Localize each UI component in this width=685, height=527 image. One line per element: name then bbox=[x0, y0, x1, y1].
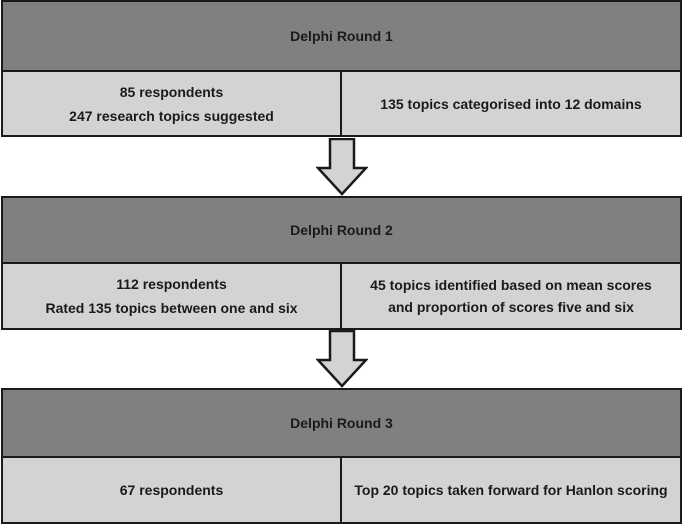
round-2-outcome-line-1: 45 topics identified based on mean score… bbox=[370, 277, 652, 293]
round-2-right-box: 45 topics identified based on mean score… bbox=[342, 262, 682, 330]
round-3-left-box: 67 respondents bbox=[1, 456, 342, 524]
round-2-details: 112 respondents Rated 135 topics between… bbox=[1, 262, 682, 330]
round-1-left-box: 85 respondents 247 research topics sugge… bbox=[1, 70, 342, 137]
round-3-details: 67 respondents Top 20 topics taken forwa… bbox=[1, 456, 682, 524]
round-3-header: Delphi Round 3 bbox=[1, 388, 682, 458]
round-1-header: Delphi Round 1 bbox=[1, 0, 682, 72]
round-3-outcome: Top 20 topics taken forward for Hanlon s… bbox=[354, 482, 668, 498]
round-2-title: Delphi Round 2 bbox=[290, 222, 393, 238]
round-1-right-box: 135 topics categorised into 12 domains bbox=[342, 70, 682, 137]
round-2-left-box: 112 respondents Rated 135 topics between… bbox=[1, 262, 342, 330]
round-2-header: Delphi Round 2 bbox=[1, 196, 682, 264]
round-1-topics-suggested: 247 research topics suggested bbox=[69, 107, 274, 124]
round-3-title: Delphi Round 3 bbox=[290, 415, 393, 431]
down-arrow-icon bbox=[316, 138, 368, 196]
round-2-rating: Rated 135 topics between one and six bbox=[45, 300, 298, 316]
round-2-outcome-line-2: and proportion of scores five and six bbox=[388, 299, 634, 315]
round-1-outcome: 135 topics categorised into 12 domains bbox=[380, 95, 642, 112]
down-arrow-icon bbox=[316, 330, 368, 388]
round-3-respondents: 67 respondents bbox=[119, 482, 224, 498]
round-1-respondents: 85 respondents bbox=[119, 83, 224, 100]
round-1-details: 85 respondents 247 research topics sugge… bbox=[1, 70, 682, 137]
round-2-respondents: 112 respondents bbox=[116, 276, 227, 292]
round-3-right-box: Top 20 topics taken forward for Hanlon s… bbox=[342, 456, 682, 524]
round-1-title: Delphi Round 1 bbox=[290, 28, 393, 44]
